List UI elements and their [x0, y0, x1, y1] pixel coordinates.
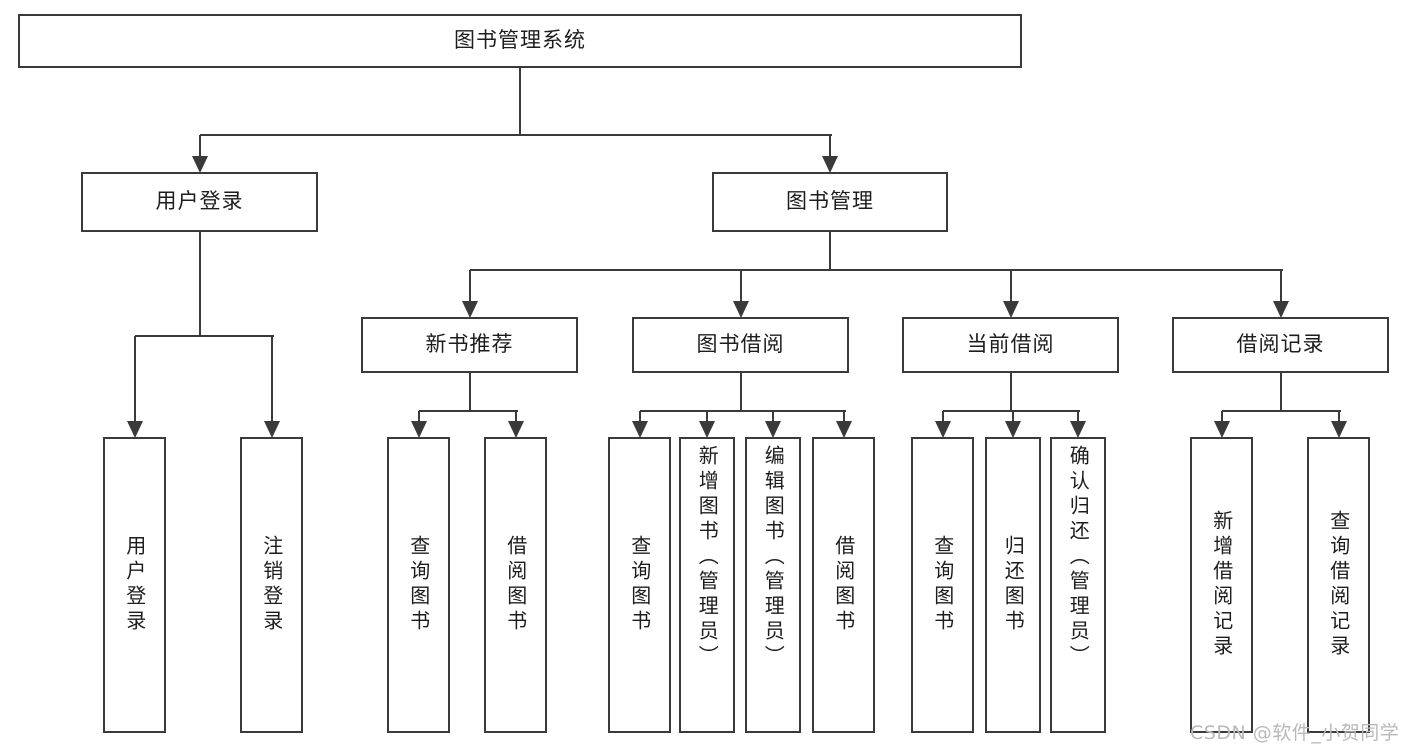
connector-trunk — [1279, 373, 1282, 411]
connector-trunk — [198, 232, 201, 336]
connector-drop — [1279, 270, 1282, 301]
node-leaf-logout-login[interactable]: 注销登录 — [240, 437, 303, 733]
connector-arrowhead — [699, 421, 715, 438]
connector-drop — [514, 411, 517, 421]
node-leaf-query-book-2[interactable]: 查询图书 — [608, 437, 671, 733]
node-label: 图书管理系统 — [454, 28, 586, 53]
node-label: 当前借阅 — [966, 332, 1055, 357]
node-leaf-edit-book-admin[interactable]: 编辑图书（管理员） — [745, 437, 801, 733]
connector-arrowhead — [835, 421, 852, 438]
connector-arrowhead — [1213, 421, 1230, 438]
node-book-manage[interactable]: 图书管理 — [712, 172, 948, 232]
connector-arrowhead — [822, 156, 838, 173]
connector-drop — [842, 411, 845, 421]
connector-drop — [941, 411, 944, 421]
node-label: 用户登录 — [122, 535, 147, 635]
connector-bus — [1221, 410, 1341, 412]
node-leaf-borrow-book-1[interactable]: 借阅图书 — [484, 437, 547, 733]
connector-arrowhead — [191, 156, 208, 173]
connector-trunk — [829, 232, 831, 270]
node-leaf-add-borrow-record[interactable]: 新增借阅记录 — [1190, 437, 1253, 733]
node-label: 查询图书 — [627, 535, 652, 635]
connector-drop — [829, 135, 831, 156]
node-new-book-recommend[interactable]: 新书推荐 — [361, 317, 578, 373]
connector-arrowhead — [1002, 301, 1019, 318]
connector-trunk — [1009, 373, 1012, 411]
node-label: 图书管理 — [786, 189, 874, 214]
connector-trunk — [739, 373, 742, 411]
connector-bus — [418, 410, 518, 412]
node-label: 查询图书 — [930, 535, 955, 635]
connector-drop — [739, 270, 742, 301]
node-root-system[interactable]: 图书管理系统 — [18, 14, 1022, 68]
node-leaf-query-borrow-record[interactable]: 查询借阅记录 — [1307, 437, 1370, 733]
node-leaf-query-book-1[interactable]: 查询图书 — [387, 437, 450, 733]
node-label: 新增图书（管理员） — [695, 445, 720, 670]
connector-drop — [772, 411, 774, 421]
node-label: 查询借阅记录 — [1326, 510, 1351, 660]
connector-bus — [134, 335, 274, 337]
connector-arrowhead — [934, 421, 951, 438]
connector-drop — [1012, 411, 1014, 421]
connector-bus — [199, 134, 832, 136]
connector-drop — [1337, 411, 1340, 421]
connector-drop — [1077, 411, 1079, 421]
node-leaf-return-book[interactable]: 归还图书 — [985, 437, 1041, 733]
connector-drop — [133, 336, 136, 421]
connector-bus — [639, 410, 846, 412]
connector-arrowhead — [732, 301, 749, 318]
connector-trunk — [519, 68, 521, 135]
node-label: 归还图书 — [1001, 535, 1026, 635]
connector-bus — [942, 410, 1080, 412]
connector-arrowhead — [765, 421, 781, 438]
connector-drop — [706, 411, 708, 421]
csdn-watermark: CSDN @软件_小贺同学 — [1190, 722, 1400, 744]
node-leaf-query-book-3[interactable]: 查询图书 — [911, 437, 974, 733]
node-leaf-add-book-admin[interactable]: 新增图书（管理员） — [679, 437, 735, 733]
node-borrow-record[interactable]: 借阅记录 — [1172, 317, 1389, 373]
connector-drop — [468, 270, 471, 301]
node-label: 新书推荐 — [425, 332, 514, 357]
node-label: 借阅图书 — [831, 535, 856, 635]
node-label: 借阅图书 — [503, 535, 528, 635]
connector-arrowhead — [1005, 421, 1021, 438]
connector-arrowhead — [1330, 421, 1347, 438]
node-label: 新增借阅记录 — [1209, 510, 1234, 660]
connector-drop — [198, 135, 201, 156]
connector-drop — [270, 336, 273, 421]
connector-drop — [1220, 411, 1223, 421]
connector-drop — [417, 411, 420, 421]
connector-bus — [469, 269, 1283, 271]
node-leaf-user-login[interactable]: 用户登录 — [103, 437, 166, 733]
connector-arrowhead — [631, 421, 648, 438]
node-current-borrow[interactable]: 当前借阅 — [902, 317, 1119, 373]
connector-trunk — [468, 373, 471, 411]
connector-arrowhead — [1070, 421, 1086, 438]
connector-arrowhead — [126, 421, 143, 438]
connector-arrowhead — [461, 301, 478, 318]
connector-arrowhead — [507, 421, 524, 438]
connector-arrowhead — [1272, 301, 1289, 318]
node-leaf-confirm-return-admin[interactable]: 确认归还（管理员） — [1050, 437, 1106, 733]
node-label: 编辑图书（管理员） — [761, 445, 786, 670]
node-label: 查询图书 — [406, 535, 431, 635]
node-user-login[interactable]: 用户登录 — [81, 172, 318, 232]
connector-drop — [1009, 270, 1012, 301]
node-label: 确认归还（管理员） — [1066, 445, 1091, 670]
node-leaf-borrow-book-2[interactable]: 借阅图书 — [812, 437, 875, 733]
connector-drop — [638, 411, 641, 421]
connector-arrowhead — [410, 421, 427, 438]
connector-arrowhead — [263, 421, 280, 438]
node-book-borrow[interactable]: 图书借阅 — [632, 317, 849, 373]
node-label: 借阅记录 — [1236, 332, 1325, 357]
node-label: 图书借阅 — [696, 332, 785, 357]
node-label: 注销登录 — [259, 535, 284, 635]
node-label: 用户登录 — [155, 189, 244, 214]
